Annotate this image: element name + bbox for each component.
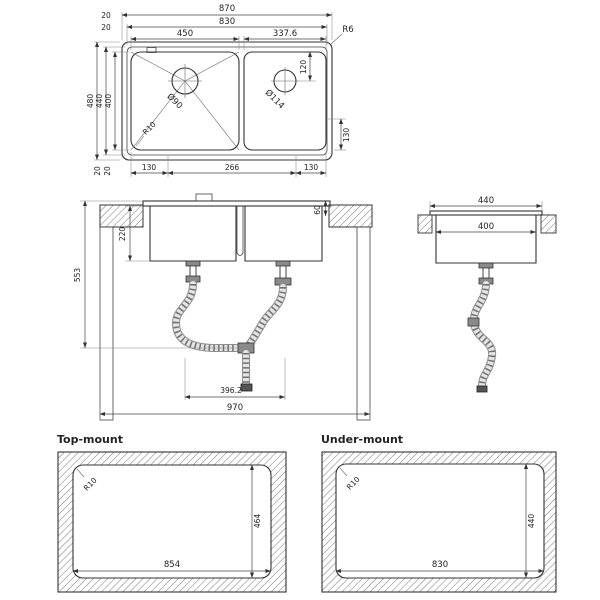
leader-line-r10 [339,467,348,477]
side-sink-flange [429,210,543,216]
diagonal-line [130,51,186,82]
dim-440-side-label: 440 [478,196,494,206]
bowl-divider-section [236,206,244,256]
dim-130-bl-label: 130 [142,163,157,172]
counter-section-right [540,214,557,234]
cabinet-wall-right [356,226,371,421]
left-bowl-section [149,206,237,262]
side-drain-flange [478,262,494,269]
outlet-fitting [240,383,253,392]
under-mount-cutout-opening [335,463,545,579]
left-hose [171,280,240,352]
dim-20-top-b-label: 20 [101,23,111,32]
dim-400-side-label: 400 [478,222,494,232]
right-bowl-section [244,206,323,262]
dim-400-label: 400 [104,94,113,109]
dim-830-label: 830 [219,17,235,27]
countertop-left [99,204,144,228]
dim-60-label: 60 [313,205,322,215]
sink-flange [142,200,331,207]
cabinet-wall-left [99,226,114,421]
dim-440-cutout-label: 440 [527,514,536,529]
faucet-hole [146,47,157,53]
dim-130-br-label: 130 [304,163,319,172]
dim-870-label: 870 [219,4,235,14]
cutout-under-mount: Under-mount R10 440 830 [321,433,557,593]
dim-450-label: 450 [177,29,193,39]
top-view: 870 830 20 20 450 337.6 R6 480 440 400 [86,4,354,177]
dim-480-label: 480 [86,94,95,109]
dim-120-label: 120 [299,60,308,75]
dim-drain2-label: Ø114 [263,87,287,111]
cutout-top-mount: Top-mount R10 464 854 [57,433,287,593]
dim-440-label: 440 [95,94,104,109]
dim-r6-label: R6 [342,25,353,35]
diagonal-line [184,51,240,82]
dim-970-label: 970 [227,403,243,413]
side-hose-coupling [467,317,480,327]
top-view-inner-rim [126,46,328,156]
dim-20-bot-b-label: 20 [103,166,112,176]
under-mount-title: Under-mount [321,433,403,446]
left-drain-flange [185,260,201,267]
top-mount-cutout-opening [72,464,272,579]
dim-3962-label: 396.2 [220,386,242,395]
dim-r10-label: R10 [141,120,158,137]
front-section-view: 60 220 553 396.2 970 [73,193,373,421]
dim-drain1-label: Ø90 [165,91,185,111]
side-section-view: 440 400 [417,196,557,393]
right-hose [244,283,287,351]
dim-20-bot-a-label: 20 [93,166,102,176]
dim-553-label: 553 [73,268,82,283]
dim-220-label: 220 [118,227,127,242]
right-drain-flange [275,260,291,267]
diagonal-line [130,80,186,151]
top-mount-title: Top-mount [57,433,123,446]
leader-line-r6 [329,33,343,46]
diagonal-line [184,80,240,151]
top-view-right-bowl [243,51,327,151]
dim-337-label: 337.6 [273,29,297,39]
counter-section-left [417,214,433,234]
dim-20-top-a-label: 20 [101,11,111,20]
leader-line-r10 [76,468,85,478]
side-hose [469,280,497,390]
side-outlet-fitting [476,385,488,393]
dim-830-label: 830 [432,560,448,570]
leader-line-r10 [135,135,145,147]
dim-854-label: 854 [164,560,180,570]
countertop-right [328,204,373,228]
top-view-outer-rim [121,41,333,161]
faucet-base [195,193,213,202]
dim-130-right-label: 130 [342,128,351,143]
top-view-left-bowl [130,51,240,151]
dim-464-label: 464 [253,514,262,529]
dim-266-label: 266 [225,163,240,172]
